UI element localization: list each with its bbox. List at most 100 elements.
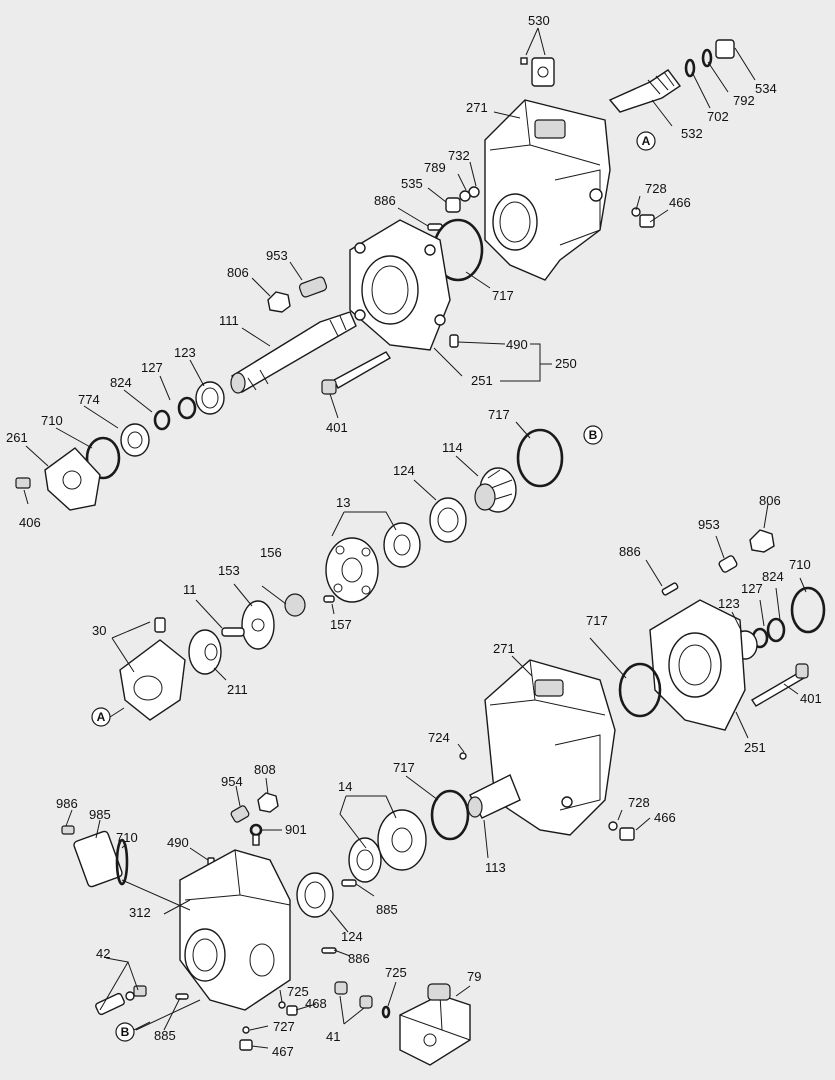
part-535-nut [445,197,461,213]
label-113: 113 [485,860,506,875]
part-13-swash [383,522,421,568]
part-466-plug-lower [619,827,635,841]
label-123-upper: 123 [174,345,196,360]
part-79-solenoid [399,983,471,1066]
label-42: 42 [96,946,110,961]
label-13: 13 [336,495,350,510]
label-530: 530 [528,13,550,28]
label-534: 534 [755,81,777,96]
part-953-screw-lower [718,555,738,573]
label-261: 261 [6,430,28,445]
part-901-eyebolt [249,823,263,846]
part-717-oring-lower [430,789,470,841]
part-728-oring-lower [608,821,618,831]
label-124-lower: 124 [341,929,363,944]
label-153: 153 [218,563,240,578]
label-885-lower: 885 [154,1028,176,1043]
svg-text:B: B [589,428,598,442]
label-728-lower: 728 [628,795,650,810]
part-954-screw [230,805,250,823]
part-728-oring [631,207,641,217]
part-886-pin-mid [661,582,679,596]
label-251-lower: 251 [744,740,766,755]
label-710-upper: 710 [41,413,63,428]
part-530-block [520,57,555,87]
part-123-bearing-upper [195,381,225,415]
label-127-lower: 127 [741,581,763,596]
label-41: 41 [326,1029,340,1044]
part-157-pin [323,595,335,603]
label-954: 954 [221,774,243,789]
label-789: 789 [424,160,446,175]
label-710-bottom: 710 [116,830,138,845]
label-11: 11 [183,582,197,597]
label-824-lower: 824 [762,569,784,584]
part-727-oring [242,1026,250,1034]
part-124-bearing-mid [429,497,467,543]
label-806-lower: 806 [759,493,781,508]
marker-b-lower: B [115,1022,135,1042]
label-312: 312 [129,905,151,920]
label-986: 986 [56,796,78,811]
part-725-oring-a [278,1001,286,1009]
part-534-plug [715,39,735,59]
label-886-upper: 886 [374,193,396,208]
label-717-right: 717 [586,613,608,628]
part-11-piston [221,627,245,637]
part-792-ring [701,48,713,68]
label-401-upper: 401 [326,420,348,435]
label-901: 901 [285,822,307,837]
label-702: 702 [707,109,729,124]
label-886-lower: 886 [348,951,370,966]
part-806-nut [267,291,291,313]
label-728-upper: 728 [645,181,667,196]
part-717-oring-mid [516,428,564,488]
label-727: 727 [273,1019,295,1034]
label-466-lower: 466 [654,810,676,825]
label-490-upper: 490 [506,337,528,352]
leader-lines [23,27,807,1049]
label-271-upper: 271 [466,100,488,115]
part-251-flange-upper [349,219,451,351]
part-41-checkvalve [334,981,373,1009]
label-406: 406 [19,515,41,530]
part-261-cover [44,447,101,511]
label-717-mid: 717 [488,407,510,422]
label-114: 114 [442,440,463,455]
part-724-oring [459,752,467,760]
label-725-b: 725 [385,965,407,980]
part-124-bearing-lower [296,872,334,918]
label-124-mid: 124 [393,463,415,478]
label-250: 250 [555,356,577,371]
part-114-spline [474,467,517,513]
part-710-ring-lower [790,586,826,634]
label-885-mid: 885 [376,902,398,917]
label-468: 468 [305,996,327,1011]
svg-text:A: A [97,710,106,724]
label-953-lower: 953 [698,517,720,532]
marker-a-upper: A [636,131,656,151]
label-156: 156 [260,545,282,560]
part-702-ring [684,58,696,78]
part-986-bolt [61,825,75,835]
label-710-lower: 710 [789,557,811,572]
label-127-upper: 127 [141,360,163,375]
part-466-plug [639,214,655,228]
label-123-lower: 123 [718,596,740,611]
part-30-cradle [119,617,186,721]
part-401-bolt-upper [321,351,391,395]
svg-text:A: A [642,134,651,148]
part-774-seal [120,423,150,457]
label-79: 79 [467,969,481,984]
part-156-ball [284,593,306,617]
part-312-valve-block [179,849,291,1011]
part-14-swash-lower [348,837,382,883]
label-211: 211 [227,682,248,697]
label-724: 724 [428,730,450,745]
part-401-bolt-lower [751,663,809,707]
part-153-plate [241,600,275,650]
label-717-lower: 717 [393,760,415,775]
label-111: 111 [219,313,239,328]
part-532-spring [608,69,682,113]
part-806-nut-lower [749,529,775,553]
